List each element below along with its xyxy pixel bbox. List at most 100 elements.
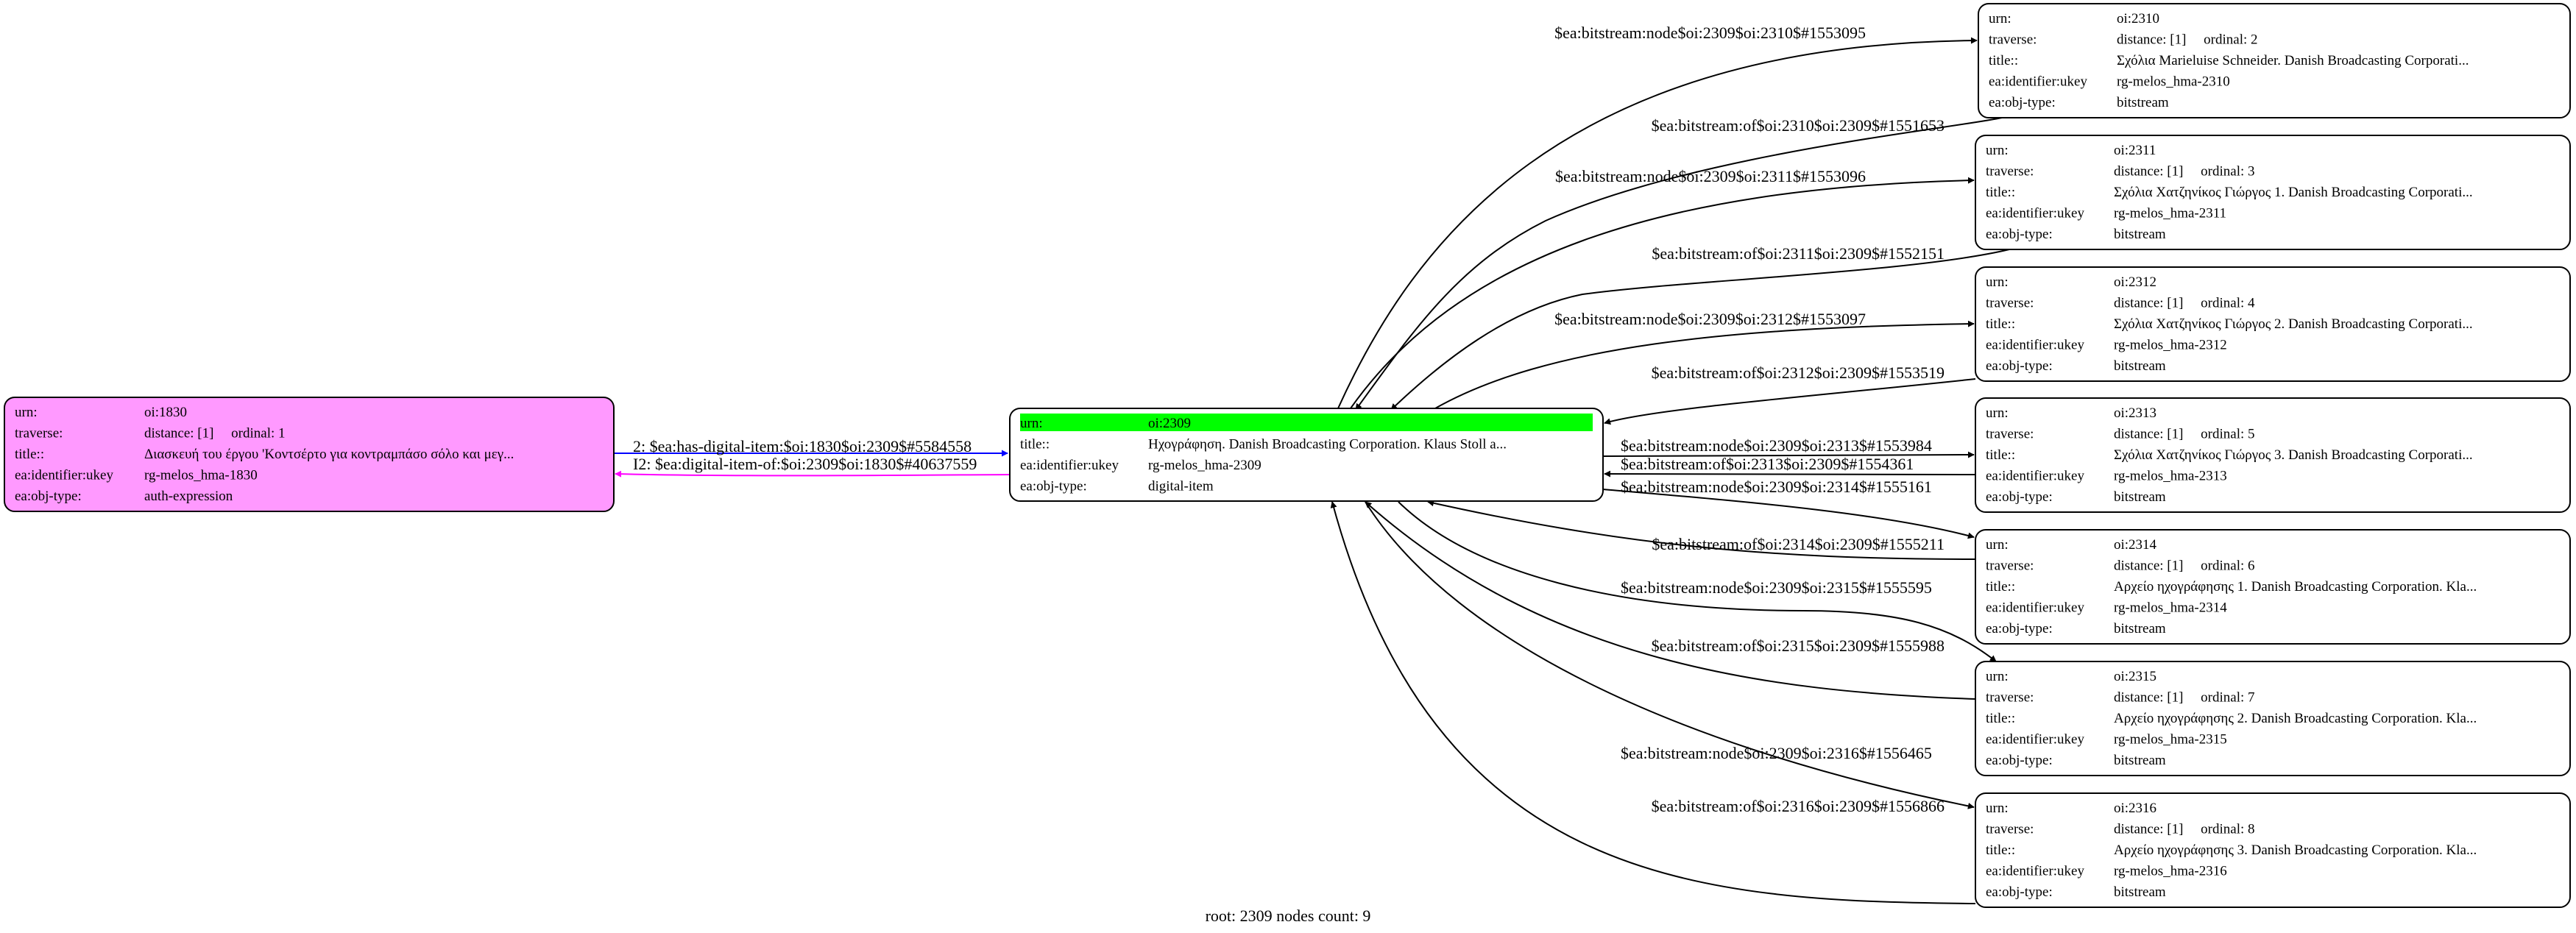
node-field-key: ea:obj-type: (1986, 358, 2053, 374)
node-field-key: traverse: (1986, 822, 2034, 837)
node-field-key: ea:obj-type: (1986, 227, 2053, 242)
node-field-key: urn: (1986, 274, 2009, 290)
node-field-value: rg-melos_hma-2316 (2114, 864, 2227, 879)
node-box (1009, 408, 1604, 502)
node-field-value: bitstream (2114, 621, 2166, 636)
node-field-key: ea:obj-type: (1020, 479, 1087, 494)
edge-oi2309-to-oi2316 (1365, 501, 1975, 809)
node-field-value: distance: [1] ordinal: 2 (2117, 32, 2258, 48)
node-field-value: oi:2316 (2114, 801, 2156, 816)
node-box (1978, 3, 2571, 118)
node-field-key: ea:identifier:ukey (1986, 206, 2084, 221)
edge-oi2309-to-oi2315 (1398, 501, 1997, 662)
node-field-value: rg-melos_hma-2315 (2114, 732, 2227, 748)
edge-oi2309-to-oi2311 (1350, 177, 1975, 409)
node-field-key: ea:identifier:ukey (1989, 74, 2087, 90)
node-field-value: rg-melos_hma-2314 (2114, 600, 2227, 616)
node-field-value: bitstream (2114, 227, 2166, 242)
node-field-value: bitstream (2117, 95, 2169, 110)
node-box (1975, 266, 2571, 382)
edge-label: 2: $ea:has-digital-item:$oi:1830$oi:2309… (633, 437, 972, 455)
node-field-key: ea:obj-type: (1986, 489, 2053, 505)
node-field-key: title:: (1986, 711, 2015, 726)
node-field-key: ea:identifier:ukey (15, 468, 113, 483)
edge-oi2309-to-oi2313 (1602, 451, 1975, 458)
edge-label: $ea:bitstream:of$oi:2311$oi:2309$#155215… (1652, 244, 1945, 263)
edge-label: $ea:bitstream:of$oi:2314$oi:2309$#155521… (1652, 535, 1945, 553)
node-field-value: Διασκευή του έργου 'Κοντσέρτο για κοντρα… (144, 447, 514, 462)
node-field-key: urn: (15, 405, 38, 420)
node-field-key: traverse: (1986, 690, 2034, 706)
node-field-value: Σχόλια Χατζηνίκος Γιώργος 2. Danish Broa… (2114, 316, 2473, 332)
node-field-key: title:: (1986, 579, 2015, 595)
node-box (1975, 529, 2571, 645)
node-field-value: Αρχείο ηχογράφησης 1. Danish Broadcastin… (2114, 579, 2477, 595)
node-field-value: rg-melos_hma-2312 (2114, 338, 2227, 353)
node-field-key: urn: (1986, 801, 2009, 816)
edge-oi2316-to-oi2309 (1330, 501, 1976, 904)
node-field-value: distance: [1] ordinal: 1 (144, 426, 286, 441)
node-field-key: ea:identifier:ukey (1986, 864, 2084, 879)
node-field-value: Αρχείο ηχογράφησης 2. Danish Broadcastin… (2114, 711, 2477, 726)
node-field-value: rg-melos_hma-2311 (2114, 206, 2226, 221)
edge-oi2309-to-oi2312 (1434, 320, 1975, 409)
node-field-value: bitstream (2114, 358, 2166, 374)
node-field-value: rg-melos_hma-1830 (144, 468, 258, 483)
node-field-key: title:: (1986, 842, 2015, 858)
node-field-key: ea:identifier:ukey (1986, 732, 2084, 748)
node-field-key: ea:obj-type: (1986, 884, 2053, 900)
node-field-key: title:: (1989, 53, 2018, 68)
node-field-value: oi:2313 (2114, 405, 2156, 421)
node-field-value: oi:2314 (2114, 537, 2157, 553)
edge-label: $ea:bitstream:node$oi:2309$oi:2316$#1556… (1621, 744, 1932, 762)
node-box (1975, 397, 2571, 513)
node-field-key: ea:obj-type: (15, 489, 82, 504)
edge-label: $ea:bitstream:of$oi:2310$oi:2309$#155165… (1652, 116, 1945, 135)
node-field-key: title:: (15, 447, 44, 462)
edge-oi2311-to-oi2309 (1390, 249, 2010, 411)
node-field-key: traverse: (1986, 427, 2034, 442)
edges-layer: 2: $ea:has-digital-item:$oi:1830$oi:2309… (615, 24, 2010, 904)
edge-oi2315-to-oi2309 (1365, 501, 1976, 700)
node-field-value: digital-item (1148, 479, 1214, 494)
node-field-value: rg-melos_hma-2310 (2117, 74, 2230, 90)
edge-label: $ea:bitstream:node$oi:2309$oi:2311$#1553… (1555, 167, 1866, 185)
edge-oi2309-to-oi2310 (1337, 37, 1978, 409)
edge-label: $ea:bitstream:node$oi:2309$oi:2312$#1553… (1554, 310, 1866, 328)
node-field-value: auth-expression (144, 489, 233, 504)
node-field-key: ea:identifier:ukey (1986, 469, 2084, 484)
node-box (1975, 792, 2571, 908)
node-field-value: rg-melos_hma-2309 (1148, 458, 1262, 473)
node-box (1975, 661, 2571, 776)
node-field-value: distance: [1] ordinal: 6 (2114, 558, 2255, 574)
node-field-value: oi:2312 (2114, 274, 2156, 290)
edge-label: $ea:bitstream:node$oi:2309$oi:2313$#1553… (1621, 436, 1932, 455)
edge-label: $ea:bitstream:node$oi:2309$oi:2314$#1555… (1621, 478, 1932, 496)
node-field-value: oi:2315 (2114, 669, 2156, 684)
node-field-key: title:: (1986, 447, 2015, 463)
node-field-value: oi:2310 (2117, 11, 2159, 26)
edge-oi2313-to-oi2309 (1604, 470, 1976, 478)
node-field-value: Αρχείο ηχογράφησης 3. Danish Broadcastin… (2114, 842, 2477, 858)
root-highlight (1020, 414, 1593, 431)
edge-label: $ea:bitstream:of$oi:2313$oi:2309$#155436… (1621, 455, 1914, 473)
node-field-key: traverse: (1986, 164, 2034, 180)
node-field-value: oi:2311 (2114, 143, 2156, 158)
node-field-value: oi:2309 (1148, 416, 1191, 431)
graph-footer: root: 2309 nodes count: 9 (1206, 907, 1371, 925)
node-field-key: ea:identifier:ukey (1020, 458, 1119, 473)
node-field-key: ea:obj-type: (1986, 753, 2053, 768)
node-field-value: distance: [1] ordinal: 7 (2114, 690, 2255, 706)
node-field-key: ea:identifier:ukey (1986, 338, 2084, 353)
node-field-key: traverse: (1989, 32, 2037, 48)
